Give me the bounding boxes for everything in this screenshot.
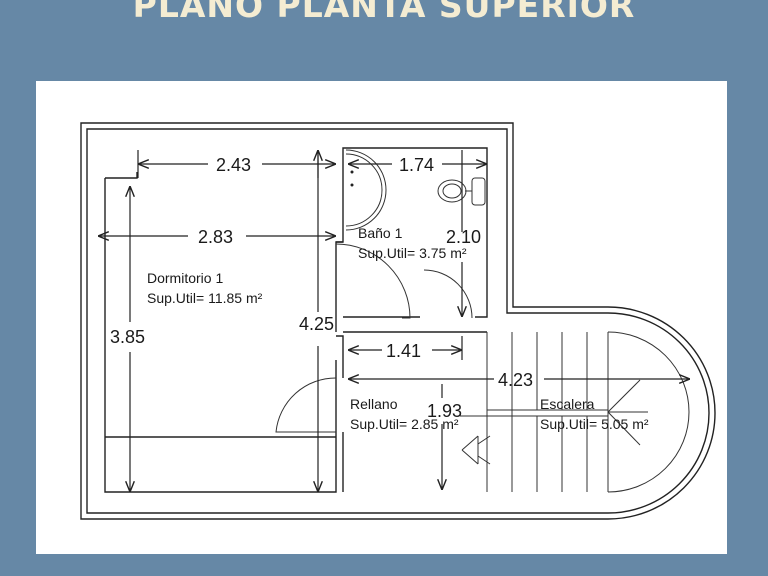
dim-bano-width: 1.74 [399,155,434,175]
dim-wall-height: 4.25 [299,314,334,334]
room-area-escalera: Sup.Util= 5.05 m² [540,416,649,432]
staircase [460,331,690,493]
dimension-lines [98,150,690,492]
dim-rellano-height: 1.93 [427,401,462,421]
floor-plan-panel: 2.43 1.74 2.83 2.10 3.85 4.25 1.41 4.23 … [36,81,727,554]
room-name-bano: Baño 1 [358,225,403,241]
room-name-escalera: Escalera [540,396,595,412]
interior-walls [104,147,488,493]
page-title: PLANO PLANTA SUPERIOR [132,0,636,25]
room-area-dormitorio: Sup.Util= 11.85 m² [147,290,263,306]
room-name-rellano: Rellano [350,396,398,412]
floor-plan-drawing: 2.43 1.74 2.83 2.10 3.85 4.25 1.41 4.23 … [80,122,716,520]
exterior-walls [80,122,716,520]
dim-bano-height: 2.10 [446,227,481,247]
dim-stair-length: 4.23 [498,370,533,390]
room-name-dormitorio: Dormitorio 1 [147,270,223,286]
room-area-rellano: Sup.Util= 2.85 m² [350,416,459,432]
door-swing-icon [275,243,473,433]
dim-dorm-height: 3.85 [110,327,145,347]
room-area-bano: Sup.Util= 3.75 m² [358,245,467,261]
dim-rellano-width: 1.41 [386,341,421,361]
shower-icon [345,149,387,231]
dim-dorm-width-top: 2.43 [216,155,251,175]
toilet-icon [437,177,486,206]
dim-dorm-width-mid: 2.83 [198,227,233,247]
